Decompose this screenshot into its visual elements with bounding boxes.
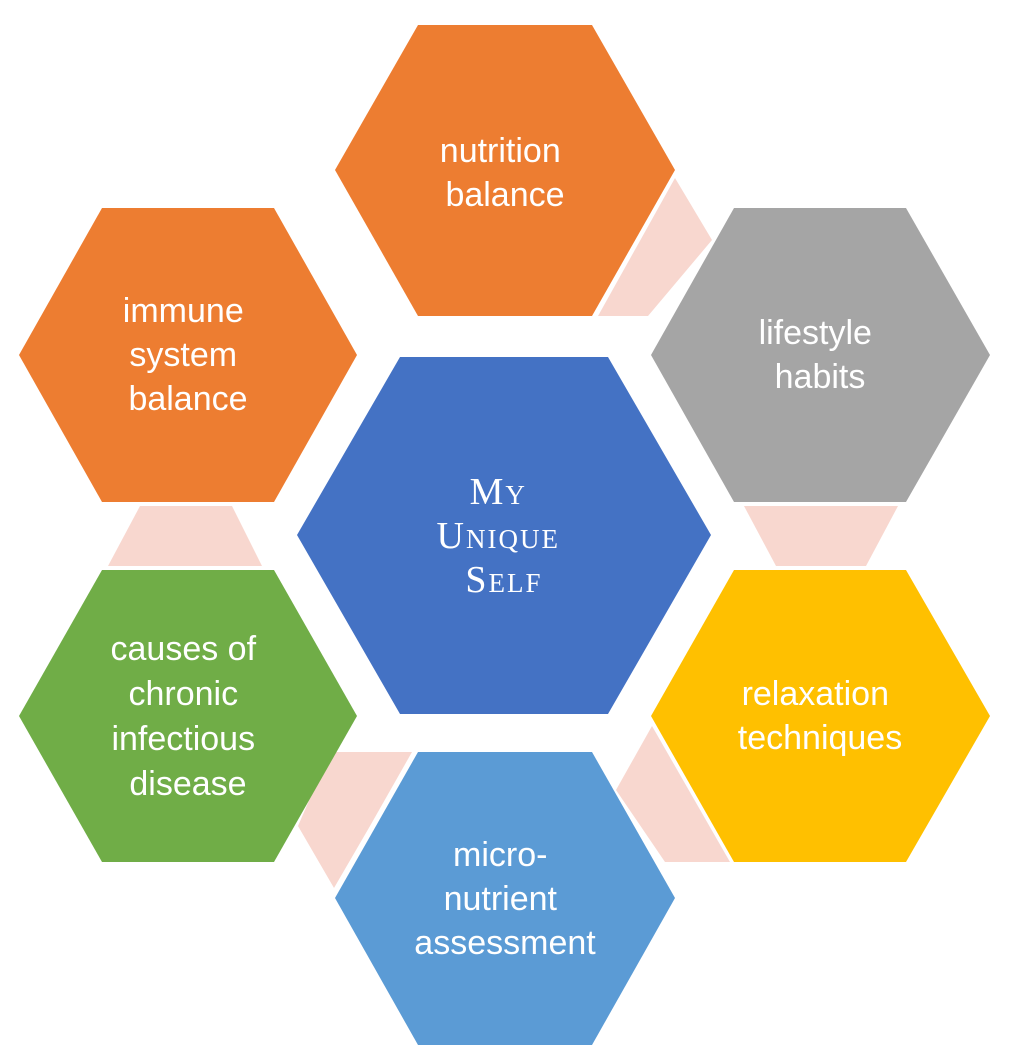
node-label-line: chronic xyxy=(128,675,238,713)
hexagon-shape xyxy=(651,570,990,862)
svg-text:nutrition balance: nutrition balance xyxy=(440,132,570,214)
node-label-line: micro- xyxy=(453,836,547,874)
node-label-line: habits xyxy=(775,358,866,396)
center-label-line: Unique xyxy=(437,515,560,557)
node-label-line: balance xyxy=(128,380,247,418)
svg-text:immune system bala: immune system balance xyxy=(123,292,253,418)
connector-lifestyle-relaxation xyxy=(744,506,898,566)
hexagon-nutrition-balance[interactable]: nutrition balance xyxy=(335,25,675,316)
connector-nutrition-lifestyle xyxy=(598,178,712,316)
node-label-line: immune xyxy=(123,292,244,330)
svg-text:causes of chronic: causes of chronic infectious disease xyxy=(111,630,266,803)
node-label-line: nutrient xyxy=(444,880,558,918)
node-label-line: assessment xyxy=(414,924,596,962)
hexagon-lifestyle-habits[interactable]: lifestyle habits xyxy=(651,208,990,502)
svg-text:My Unique Self: My Unique Self xyxy=(437,471,572,601)
connector-relaxation-micronutrient xyxy=(616,726,730,862)
node-label-line: infectious xyxy=(111,720,255,758)
hexagon-shape xyxy=(651,208,990,502)
connector-micronutrient-causes xyxy=(298,752,412,888)
node-label-line: balance xyxy=(445,176,564,214)
hexagon-micronutrient-assessment[interactable]: micro- nutrient assessment xyxy=(335,752,675,1045)
hexagon-shape xyxy=(335,25,675,316)
center-label-line: My xyxy=(470,471,527,513)
node-label-line: techniques xyxy=(738,719,902,757)
hexagon-relaxation-techniques[interactable]: relaxation techniques xyxy=(651,570,990,862)
hexagon-shape xyxy=(19,208,357,502)
svg-text:relaxation techniques: relaxation techniques xyxy=(738,675,902,757)
hexagon-causes-of-chronic-infectious-disease[interactable]: causes of chronic infectious disease xyxy=(19,570,357,862)
node-label-line: nutrition xyxy=(440,132,561,170)
center-label-line: Self xyxy=(465,559,542,601)
hexagon-center-my-unique-self[interactable]: My Unique Self xyxy=(297,357,711,714)
connector-causes-immune xyxy=(108,506,262,566)
node-label-line: relaxation xyxy=(742,675,889,713)
node-label-line: causes of xyxy=(111,630,257,668)
svg-text:micro- nutrient as: micro- nutrient assessment xyxy=(414,836,596,962)
hexagon-shape xyxy=(297,357,711,714)
hexagon-immune-system-balance[interactable]: immune system balance xyxy=(19,208,357,502)
svg-text:lifestyle habits: lifestyle habits xyxy=(759,314,882,396)
hexagon-shape xyxy=(19,570,357,862)
node-label-line: system xyxy=(129,336,237,374)
node-label-line: disease xyxy=(129,765,246,803)
node-label-line: lifestyle xyxy=(759,314,872,352)
hexagon-shape xyxy=(335,752,675,1045)
connectors xyxy=(108,178,898,888)
